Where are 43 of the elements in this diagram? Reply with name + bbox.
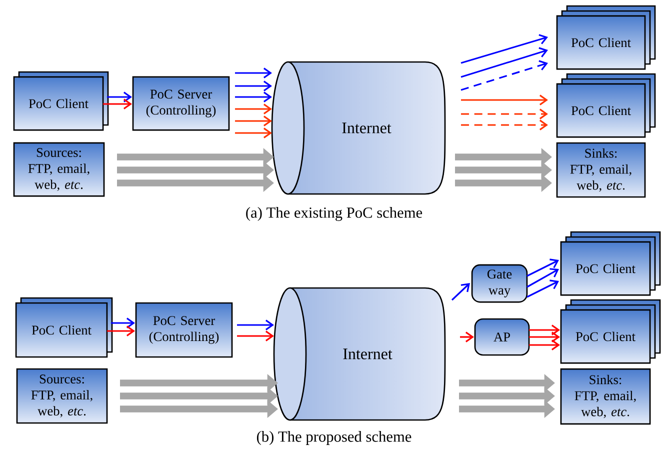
stacked-box: PoC Client [560, 231, 661, 296]
process-box: Sources: FTP, email, web, etc. [13, 142, 105, 197]
stacked-box: PoC Client [556, 73, 656, 138]
stacked-box: PoC Client [556, 5, 656, 70]
arrow [235, 116, 272, 126]
arrow [529, 324, 560, 336]
stacked-box: PoC Client [560, 299, 661, 364]
arrow [107, 92, 132, 102]
arrow [235, 104, 272, 114]
arrow [461, 108, 548, 120]
stacked-box: PoC Client [15, 297, 113, 358]
arrow [111, 318, 135, 328]
rounded-box: AP [474, 318, 530, 356]
arrow [460, 332, 474, 342]
process-box: PoC Server (Controlling) [135, 302, 233, 358]
arrow [460, 47, 548, 78]
arrow [460, 34, 548, 64]
arrow [235, 80, 272, 92]
arrow [451, 283, 470, 301]
process-box: Sources: FTP, email, web, etc. [16, 368, 108, 424]
stacked-box: PoC Client [13, 71, 109, 131]
arrow [237, 320, 274, 330]
caption: (b) The proposed scheme [256, 431, 412, 445]
arrow [461, 120, 548, 130]
arrow [235, 68, 272, 78]
arrow [529, 332, 560, 342]
arrow [526, 280, 559, 298]
arrow [529, 340, 560, 350]
process-box: PoC Server (Controlling) [132, 76, 230, 131]
arrow [526, 258, 559, 277]
rounded-box: Gate way [471, 264, 528, 303]
internet-cylinder: Internet [273, 287, 446, 421]
arrow [460, 60, 548, 91]
arrow [103, 98, 132, 110]
arrow [235, 92, 272, 102]
internet-cylinder: Internet [271, 61, 446, 195]
arrow [235, 128, 272, 138]
arrow [107, 326, 135, 336]
arrow [461, 94, 548, 106]
arrow [237, 330, 274, 342]
process-box: Sinks: FTP, email, web, etc. [556, 142, 646, 198]
process-box: Sinks: FTP, email, web, etc. [560, 368, 651, 425]
arrow [526, 268, 559, 288]
